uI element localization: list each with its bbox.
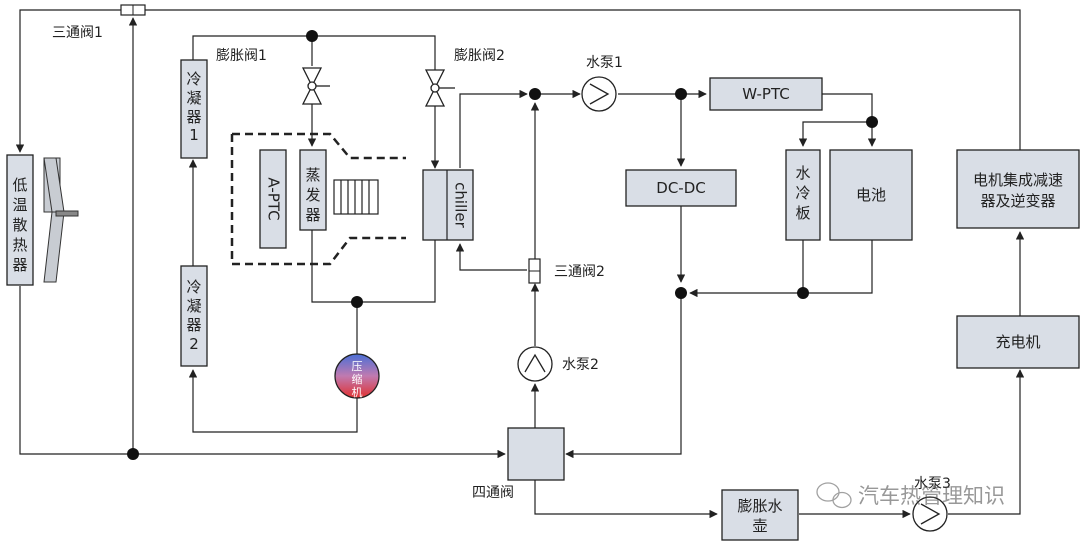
condenser-2-char-2: 凝 xyxy=(186,297,201,315)
radiator-label-2: 温 xyxy=(12,196,27,214)
water-pump-2-icon xyxy=(517,346,553,382)
water-pump-3-label: 水泵3 xyxy=(914,476,951,492)
pipe-comp-to-cond2 xyxy=(188,369,358,433)
pipe-valve1-to-radiator xyxy=(15,9,122,153)
condenser-1-char-3: 器 xyxy=(186,108,201,126)
three-way-valve-2-label: 三通阀2 xyxy=(554,264,605,280)
w-ptc-label: W-PTC xyxy=(742,85,789,103)
junction-dot xyxy=(127,448,139,460)
expansion-valve-1-icon xyxy=(301,67,330,105)
blower-icon xyxy=(333,179,379,215)
charger-label: 充电机 xyxy=(995,333,1040,351)
junction-dot xyxy=(797,287,809,299)
cold-plate-char-1: 水 xyxy=(795,164,810,182)
water-pump-1-label: 水泵1 xyxy=(586,55,623,71)
pipe-return-to-4way xyxy=(565,293,682,459)
battery-label: 电池 xyxy=(856,186,886,204)
evaporator: 蒸 发 器 xyxy=(299,149,327,231)
junction-dot xyxy=(529,88,541,100)
water-pump-2-label: 水泵2 xyxy=(562,357,599,373)
four-way-valve-label: 四通阀 xyxy=(472,485,514,501)
pipe-battery-return xyxy=(689,240,873,298)
chiller: chiller xyxy=(422,169,474,241)
pipe-pump3-to-charger xyxy=(948,369,1025,515)
pipe-cond1-to-top xyxy=(192,35,312,60)
expansion-tank: 膨胀水 壶 xyxy=(721,489,799,541)
compressor: 压 缩 机 xyxy=(334,353,380,399)
radiator-label-4: 热 xyxy=(12,236,27,254)
pipe-radiator-to-bottom xyxy=(19,286,506,459)
condenser-1-char-4: 1 xyxy=(189,126,199,144)
cold-plate-char-2: 冷 xyxy=(795,184,810,202)
three-way-valve-1-icon xyxy=(120,4,146,16)
evaporator-char-1: 蒸 xyxy=(305,166,320,184)
junction-dot xyxy=(351,296,363,308)
radiator-label-3: 散 xyxy=(12,216,27,234)
wechat-icon xyxy=(816,482,852,509)
fan-icon xyxy=(43,157,79,283)
condenser-2-char-3: 器 xyxy=(186,316,201,334)
charger: 充电机 xyxy=(956,315,1080,369)
motor-reducer-inverter: 电机集成减速 器及逆变器 xyxy=(956,149,1080,229)
water-cold-plate: 水 冷 板 xyxy=(785,149,821,241)
low-temp-radiator: 低 温 散 热 器 xyxy=(6,154,34,286)
pipe-chiller-to-junction xyxy=(357,240,436,303)
condenser-1: 冷 凝 器 1 xyxy=(180,59,208,159)
radiator-label-1: 低 xyxy=(12,176,27,194)
dc-dc-label: DC-DC xyxy=(656,179,705,197)
junction-dots xyxy=(127,30,878,460)
condenser-2-char-4: 2 xyxy=(189,335,199,353)
battery: 电池 xyxy=(829,149,913,241)
motor-label-line-1: 电机集成减速 xyxy=(973,171,1063,189)
pipe-evap-to-junction xyxy=(311,230,357,303)
motor-label-line-2: 器及逆变器 xyxy=(980,192,1055,210)
evaporator-char-2: 发 xyxy=(305,186,320,204)
pipes xyxy=(15,9,1025,519)
pipe-to-cold-plate xyxy=(798,121,872,147)
cold-plate-char-3: 板 xyxy=(795,204,810,222)
junction-dot xyxy=(306,30,318,42)
radiator-label-5: 器 xyxy=(12,256,27,274)
condenser-2: 冷 凝 器 2 xyxy=(180,265,208,367)
evaporator-char-3: 器 xyxy=(305,206,320,224)
watermark: 汽车热管理知识 xyxy=(816,482,1005,509)
chiller-label: chiller xyxy=(452,182,470,228)
dc-dc: DC-DC xyxy=(625,169,737,207)
condenser-1-char-1: 冷 xyxy=(186,70,201,88)
junction-dot xyxy=(675,287,687,299)
expansion-tank-line-1: 膨胀水 xyxy=(737,497,782,515)
expansion-tank-line-2: 壶 xyxy=(752,517,767,535)
compressor-char-3: 机 xyxy=(352,385,363,399)
junction-dot xyxy=(866,116,878,128)
pipe-valve2-to-chiller xyxy=(455,243,527,271)
expansion-valve-2-icon xyxy=(424,69,455,107)
a-ptc: A-PTC xyxy=(259,149,287,249)
compressor-char-2: 缩 xyxy=(352,373,363,386)
three-way-valve-2-icon xyxy=(528,258,541,284)
junction-dot xyxy=(675,88,687,100)
hvac-duct xyxy=(230,132,406,266)
pipe-4way-to-tank xyxy=(534,480,718,519)
compressor-char-1: 压 xyxy=(352,360,363,373)
compressor-icon xyxy=(334,353,380,399)
water-pump-1-icon xyxy=(581,76,617,112)
a-ptc-label: A-PTC xyxy=(265,177,283,220)
four-way-valve xyxy=(507,427,565,481)
condenser-2-char-1: 冷 xyxy=(186,278,201,296)
watermark-text: 汽车热管理知识 xyxy=(858,484,1005,508)
pipe-wptc-to-battery xyxy=(822,93,877,147)
pipe-top-to-exp2 xyxy=(312,35,436,70)
water-pump-3-icon xyxy=(912,496,948,532)
expansion-valve-1-label: 膨胀阀1 xyxy=(216,47,267,64)
pipe-top-loop xyxy=(145,9,1021,150)
condenser-1-char-2: 凝 xyxy=(186,89,201,107)
three-way-valve-1-label: 三通阀1 xyxy=(52,25,103,41)
w-ptc: W-PTC xyxy=(709,77,823,111)
expansion-valve-2-label: 膨胀阀2 xyxy=(454,47,505,64)
pipe-chiller-out xyxy=(459,89,528,168)
